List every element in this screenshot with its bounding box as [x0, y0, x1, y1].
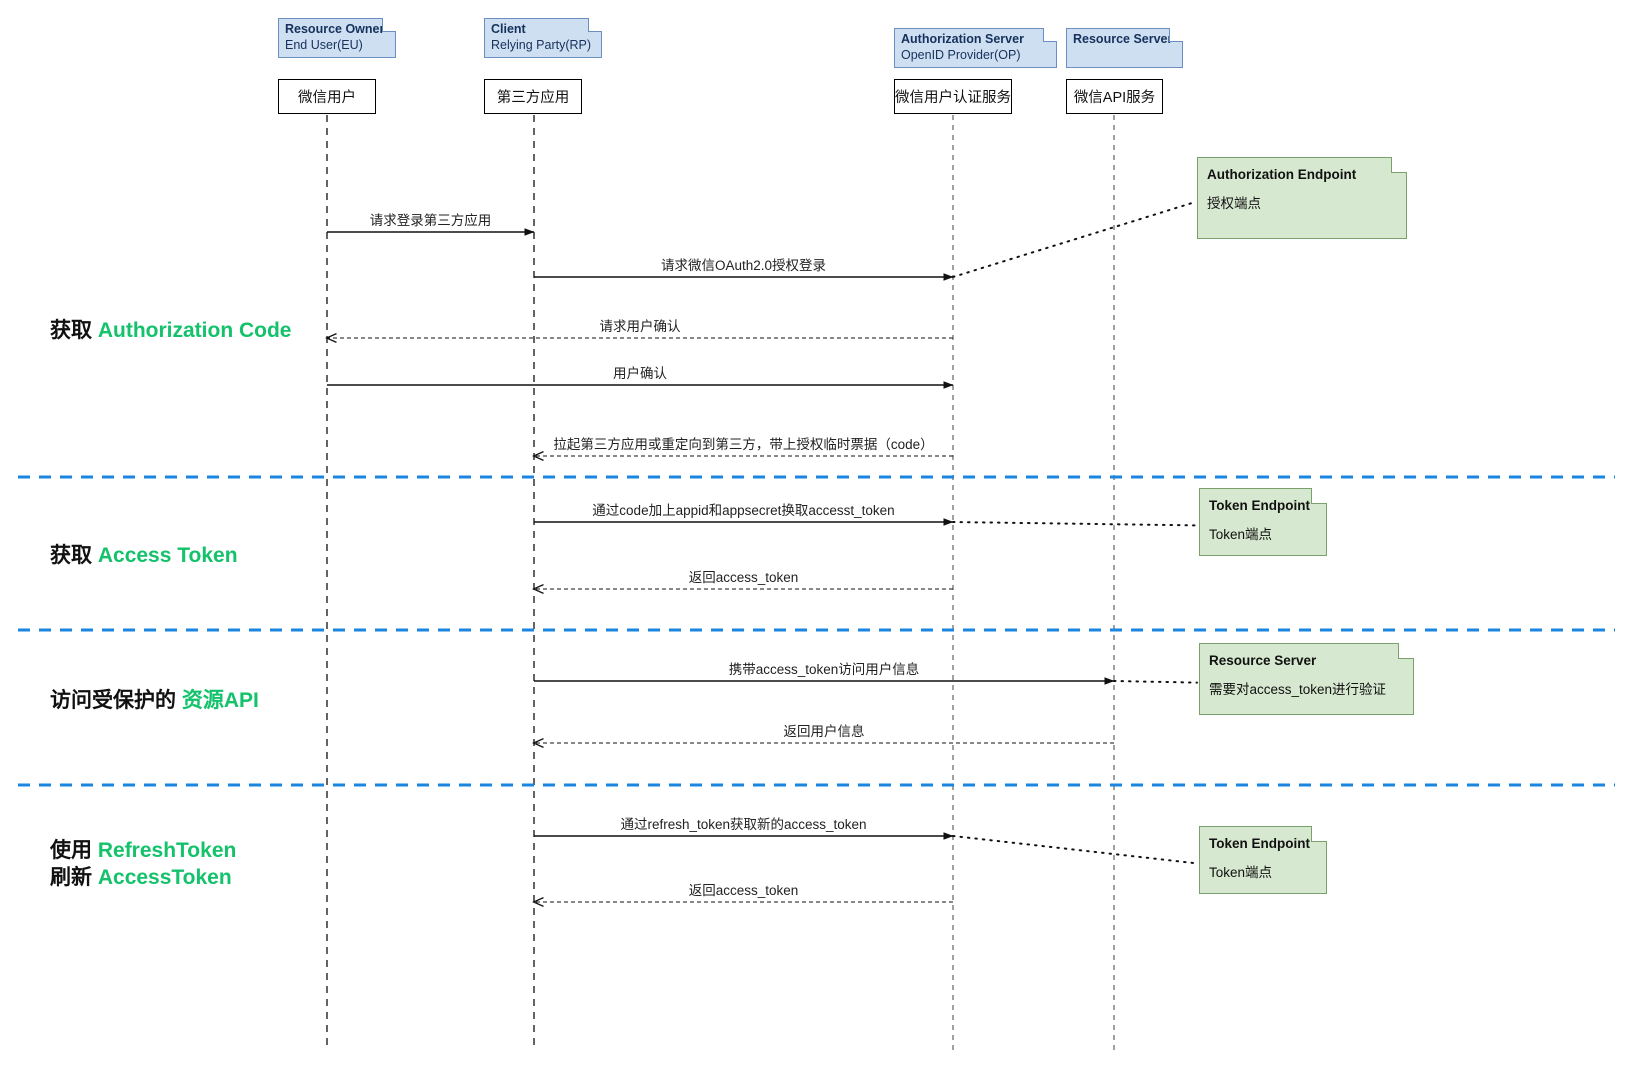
note-fold-corner-icon	[588, 18, 602, 32]
participant-box-0[interactable]: 微信用户	[278, 79, 376, 114]
participant-box-2[interactable]: 微信用户认证服务	[894, 79, 1012, 114]
section-line-2: 刷新 AccessToken	[50, 865, 236, 892]
note-fold-corner-icon	[1043, 28, 1057, 42]
note-authorization-endpoint[interactable]: Authorization Endpoint 授权端点	[1197, 157, 1407, 239]
message-label-m8: 携带access_token访问用户信息	[728, 662, 920, 677]
section-prefix: 获取	[50, 544, 98, 567]
message-label-m11: 返回access_token	[688, 883, 799, 898]
message-label-m7: 返回access_token	[688, 570, 799, 585]
note-title: Resource Server	[1209, 653, 1317, 668]
stereotype-subtitle: End User(EU)	[285, 37, 363, 52]
note-body: Token端点	[1209, 527, 1273, 543]
section-line-1: 获取 Authorization Code	[50, 318, 292, 345]
message-label-m9: 返回用户信息	[783, 724, 865, 739]
stereotype-title: Resource Owner	[285, 22, 385, 36]
stereotype-subtitle: OpenID Provider(OP)	[901, 47, 1021, 62]
note-body: 需要对access_token进行验证	[1209, 682, 1387, 698]
stereotype-subtitle	[1073, 48, 1176, 64]
section-highlight-2: AccessToken	[97, 865, 232, 889]
section-highlight: Authorization Code	[97, 319, 292, 342]
message-label-m2: 请求微信OAuth2.0授权登录	[660, 258, 827, 273]
section-line-1: 使用 RefreshToken	[50, 838, 236, 865]
message-label-m4: 用户确认	[613, 366, 667, 381]
note-link-note-token-endpoint-2	[952, 835, 1198, 865]
note-fold-corner-icon	[1169, 28, 1183, 42]
section-highlight: RefreshToken	[97, 839, 237, 862]
note-link-note-resource-server	[1113, 680, 1198, 684]
section-line-1: 访问受保护的 资源API	[50, 688, 259, 715]
participant-stereotype-3: Resource Server	[1066, 28, 1183, 69]
stereotype-subtitle: Relying Party(RP)	[491, 37, 592, 52]
message-label-m3: 请求用户确认	[599, 319, 681, 334]
section-prefix: 使用	[50, 839, 98, 862]
participant-box-1[interactable]: 第三方应用	[484, 79, 582, 114]
message-label-m5: 拉起第三方应用或重定向到第三方，带上授权临时票据（code）	[553, 437, 934, 452]
note-fold-corner-icon	[1391, 157, 1407, 173]
section-highlight: Access Token	[97, 544, 238, 567]
section-line-1: 获取 Access Token	[50, 543, 238, 570]
note-resource-server[interactable]: Resource Server 需要对access_token进行验证	[1199, 643, 1414, 715]
note-body: Token端点	[1209, 865, 1273, 881]
note-title: Authorization Endpoint	[1207, 167, 1357, 182]
note-body: 授权端点	[1207, 196, 1261, 212]
stereotype-title: Authorization Server	[901, 32, 1024, 46]
section-highlight: 资源API	[181, 689, 259, 712]
message-label-m10: 通过refresh_token获取新的access_token	[620, 817, 867, 832]
section-prefix: 获取	[50, 319, 98, 342]
sec-resource-api-label: 访问受保护的 资源API	[50, 688, 259, 715]
note-fold-corner-icon	[1311, 488, 1327, 504]
message-label-m1: 请求登录第三方应用	[369, 213, 492, 228]
sec-auth-code-label: 获取 Authorization Code	[50, 318, 292, 345]
note-link-note-authorization-endpoint	[952, 201, 1196, 278]
stereotype-title: Resource Server	[1073, 32, 1173, 46]
section-prefix: 访问受保护的	[50, 689, 182, 712]
note-fold-corner-icon	[382, 18, 396, 32]
message-label-m6: 通过code加上appid和appsecret换取accesst_token	[592, 503, 895, 518]
note-fold-corner-icon	[1398, 643, 1414, 659]
note-link-note-token-endpoint-1	[952, 521, 1198, 527]
stereotype-title: Client	[491, 22, 526, 36]
participant-box-3[interactable]: 微信API服务	[1066, 79, 1163, 114]
note-title: Token Endpoint	[1209, 836, 1310, 851]
note-title: Token Endpoint	[1209, 498, 1310, 513]
section-prefix-2: 刷新	[50, 865, 98, 889]
note-fold-corner-icon	[1311, 826, 1327, 842]
sec-access-token-label: 获取 Access Token	[50, 543, 238, 570]
